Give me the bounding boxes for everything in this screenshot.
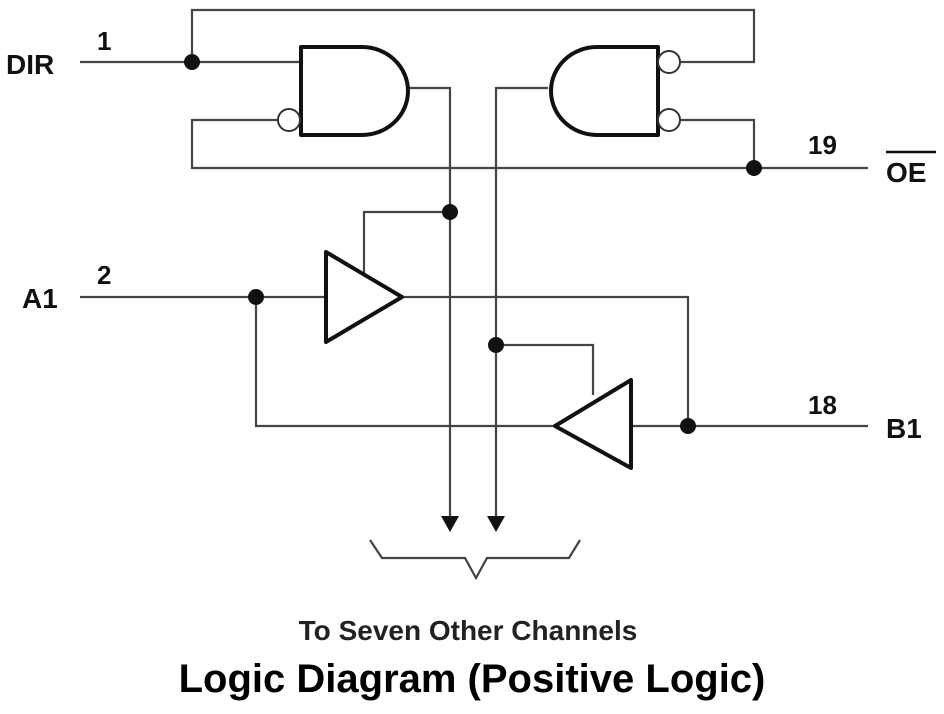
reverse-buffer [553, 378, 633, 470]
oe-junction-dot [746, 160, 762, 176]
right-and-gate [549, 45, 660, 137]
oe-pin-number: 19 [808, 130, 837, 160]
channels-bracket [369, 539, 581, 581]
diagram-title: Logic Diagram (Positive Logic) [179, 657, 766, 701]
b1-pin-number: 18 [808, 390, 837, 420]
a1-junction-dot [248, 289, 264, 305]
right-gate-output-wire [494, 86, 548, 520]
right-channel-arrow [487, 516, 505, 532]
forward-enable-junction-dot [442, 204, 458, 220]
b1-junction-dot [680, 418, 696, 434]
oe-pin-name: OE [886, 157, 926, 188]
dir-pin-name: DIR [6, 49, 54, 80]
forward-buffer-enable-wire [362, 210, 450, 274]
dir-junction-dot [184, 54, 200, 70]
reverse-buffer-output-wire [254, 297, 555, 428]
right-gate-inverter-bubble-top [657, 50, 681, 74]
right-gate-inverter-bubble-bottom [657, 108, 681, 132]
channels-caption: To Seven Other Channels [299, 615, 638, 646]
dir-pin-number: 1 [97, 26, 111, 56]
left-gate-inverted-input-wire [190, 118, 754, 170]
dir-top-loop-wire [190, 8, 756, 64]
a1-pin-name: A1 [22, 283, 58, 314]
right-gate-oe-input-wire [677, 118, 756, 168]
reverse-enable-junction-dot [488, 337, 504, 353]
a1-pin-number: 2 [97, 260, 111, 290]
left-channel-arrow [441, 516, 459, 532]
reverse-buffer-enable-wire [496, 343, 595, 395]
b1-pin-name: B1 [886, 413, 922, 444]
left-gate-output-wire [408, 86, 452, 520]
left-and-gate [299, 45, 410, 137]
left-gate-inverter-bubble [277, 108, 301, 132]
forward-buffer-output-wire [402, 295, 690, 426]
forward-buffer [324, 250, 404, 344]
